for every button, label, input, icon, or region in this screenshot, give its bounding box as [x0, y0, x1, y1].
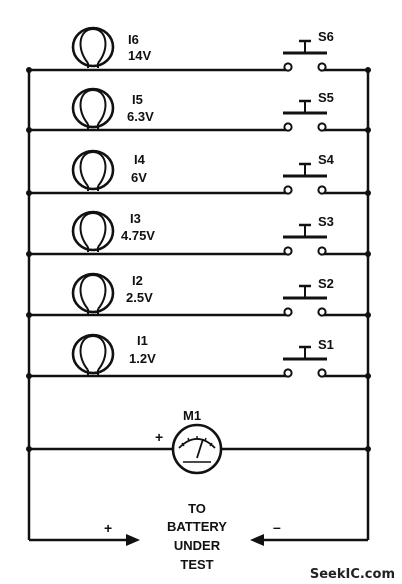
lamp-icon — [71, 87, 115, 131]
battery-plus: + — [104, 520, 112, 536]
lamp-label-i4: I4 — [134, 152, 146, 167]
lamp-voltage-i4: 6V — [131, 170, 147, 185]
arrow-right-icon — [126, 534, 140, 546]
meter-icon — [171, 423, 223, 475]
pushbutton-switch-icon — [283, 39, 327, 72]
pushbutton-switch-icon — [283, 99, 327, 132]
switch-label-s2: S2 — [318, 276, 334, 291]
switch-label-s3: S3 — [318, 214, 334, 229]
switch-label-s1: S1 — [318, 337, 334, 352]
meter-rung: M1 + — [26, 408, 371, 475]
rung-i5: I5 6.3V S5 — [26, 87, 371, 133]
switch-label-s4: S4 — [318, 152, 335, 167]
rung-i1: I1 1.2V S1 — [26, 333, 371, 379]
lamp-icon — [71, 210, 115, 254]
lamp-label-i5: I5 — [132, 92, 143, 107]
battery-minus: – — [273, 519, 281, 535]
pushbutton-switch-icon — [283, 284, 327, 317]
caption-line-2: BATTERY — [167, 519, 227, 534]
lamp-icon — [71, 26, 115, 70]
meter-label: M1 — [183, 408, 201, 423]
caption-line-3: UNDER — [174, 538, 221, 553]
lamp-voltage-i3: 4.75V — [121, 228, 155, 243]
switch-label-s5: S5 — [318, 90, 334, 105]
pushbutton-switch-icon — [283, 345, 327, 378]
pushbutton-switch-icon — [283, 223, 327, 256]
lamp-voltage-i6: 14V — [128, 48, 151, 63]
lamp-label-i1: I1 — [137, 333, 148, 348]
switch-label-s6: S6 — [318, 29, 334, 44]
arrow-left-icon — [250, 534, 264, 546]
meter-polarity: + — [155, 429, 163, 445]
caption-line-4: TEST — [180, 557, 213, 572]
caption-line-1: TO — [188, 501, 206, 516]
pushbutton-switch-icon — [283, 162, 327, 195]
lamp-label-i3: I3 — [130, 211, 141, 226]
lamp-voltage-i1: 1.2V — [129, 351, 156, 366]
lamp-label-i2: I2 — [132, 273, 143, 288]
lamp-voltage-i2: 2.5V — [126, 290, 153, 305]
lamp-icon — [71, 272, 115, 316]
rung-i4: I4 6V S4 — [26, 149, 371, 196]
lamp-voltage-i5: 6.3V — [127, 109, 154, 124]
rung-i6: I6 14V S6 — [26, 26, 371, 73]
battery-caption: TO BATTERY UNDER TEST — [167, 501, 227, 572]
lamp-icon — [71, 149, 115, 193]
lamp-label-i6: I6 — [128, 32, 139, 47]
battery-leads: + – — [29, 519, 368, 546]
rung-i3: I3 4.75V S3 — [26, 210, 371, 257]
rung-i2: I2 2.5V S2 — [26, 272, 371, 318]
watermark: SeekIC.com — [310, 567, 395, 582]
lamp-icon — [71, 333, 115, 377]
